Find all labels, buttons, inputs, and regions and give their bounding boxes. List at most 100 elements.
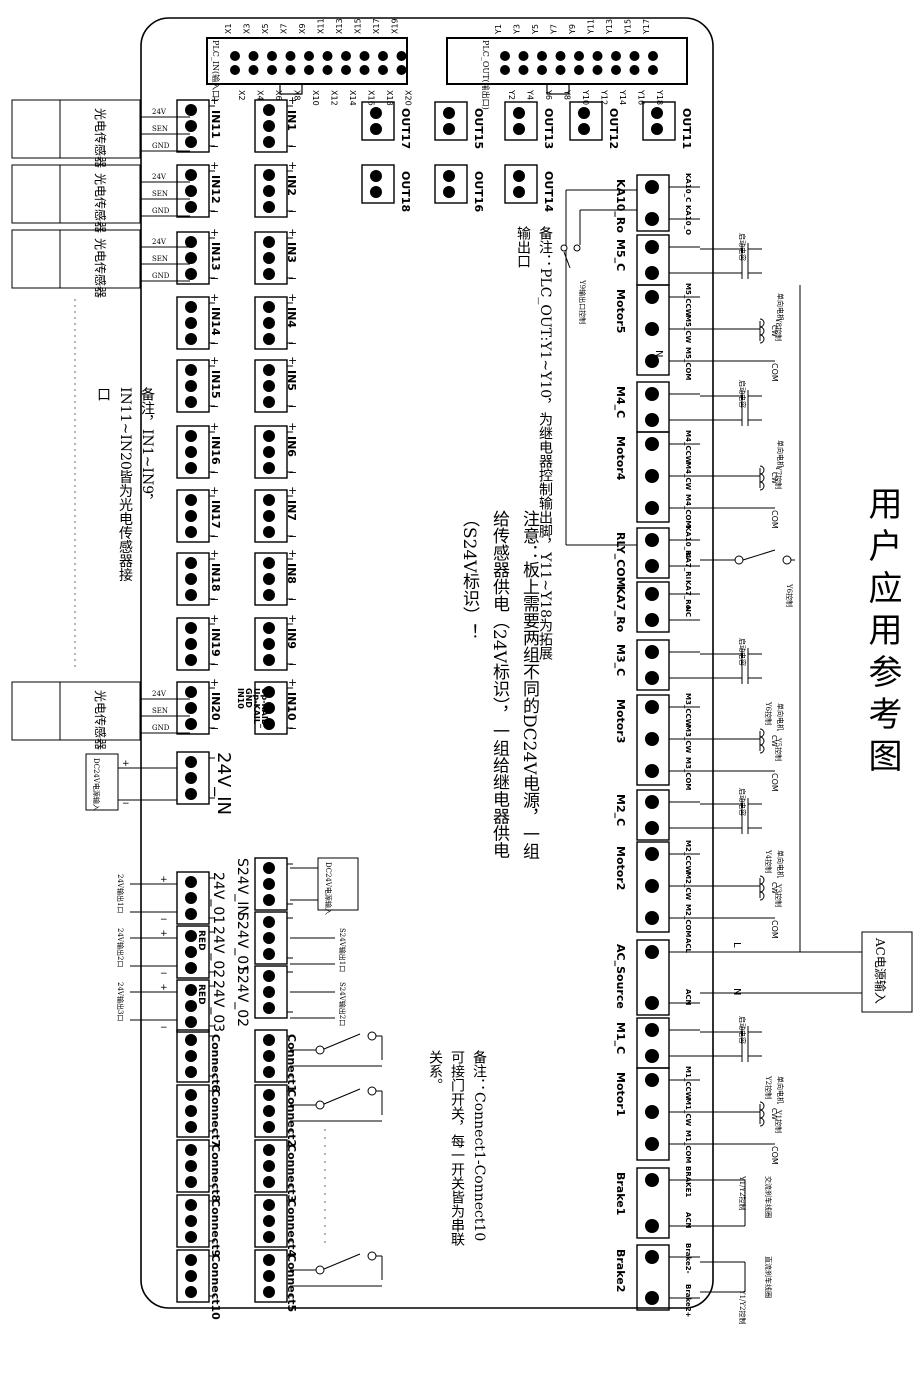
continuation-dot bbox=[324, 1233, 326, 1235]
in-block-in11 bbox=[176, 99, 210, 153]
term-motor5-pin bbox=[645, 354, 659, 368]
in-block-in3-label: IN3 bbox=[285, 242, 298, 263]
in-block-in12-pin bbox=[185, 169, 197, 181]
start-capacitor-label: 启动电容 bbox=[738, 1016, 747, 1044]
term-brake2-pin-label: Brake2+ bbox=[684, 1284, 692, 1318]
out-block-out16-label: OUT16 bbox=[472, 171, 485, 212]
term-m3-c-label: M3_C bbox=[614, 644, 627, 676]
n-label: N bbox=[731, 988, 742, 995]
s24v-block-s24v-in bbox=[254, 857, 288, 911]
plc-out-pin bbox=[611, 51, 621, 61]
plc-in-even-label: X2 bbox=[237, 90, 246, 101]
connect-label: Connect8 bbox=[209, 1144, 222, 1202]
term-motor5 bbox=[636, 284, 670, 376]
ctrl-label: Y2控制 bbox=[764, 1075, 773, 1099]
minus-sign: − bbox=[288, 400, 297, 413]
term-brake2-pin bbox=[645, 1250, 659, 1264]
com-label: COM bbox=[770, 920, 779, 939]
continuation-dot bbox=[74, 443, 76, 445]
in-block-in14 bbox=[176, 296, 210, 350]
ctrl-label: Y8控制 bbox=[774, 317, 783, 341]
power-out-port-label: 24V输出3口 bbox=[116, 982, 125, 1021]
out-block-out15 bbox=[434, 101, 468, 141]
note-power-warning: 注意：板上需要两组不同的DC24V电源，一组给传感器供电（24V标识），一组给继… bbox=[459, 510, 539, 860]
in-block-in13-pin bbox=[185, 236, 197, 248]
term-motor1 bbox=[636, 1067, 670, 1161]
in-block-in20-pin bbox=[185, 702, 197, 714]
plc-out-even-label: Y10 bbox=[581, 89, 590, 105]
connect-label: Connect4 bbox=[285, 1199, 298, 1258]
in-block-in12-label: IN12 bbox=[209, 175, 222, 204]
minus-sign: − bbox=[210, 400, 219, 413]
term-rly-com-label: RLY_COM bbox=[614, 532, 627, 588]
minus-sign: − bbox=[210, 722, 219, 735]
plc-out-pin bbox=[629, 51, 640, 61]
in-block-in6-label: IN6 bbox=[285, 436, 298, 457]
continuation-dot bbox=[74, 413, 76, 415]
power-out-label: 24V_02 bbox=[210, 926, 226, 978]
continuation-dot bbox=[324, 1217, 326, 1219]
in-block-in12-pin bbox=[185, 201, 197, 213]
plc-in-even-label: X12 bbox=[330, 90, 339, 106]
minus-sign: − bbox=[288, 593, 297, 606]
plc-out-odd-label: Y13 bbox=[605, 19, 614, 35]
door-switch bbox=[323, 1253, 361, 1270]
cw-label: CW bbox=[770, 1108, 778, 1120]
com-label: COM bbox=[770, 773, 779, 792]
plus-sign: + bbox=[210, 354, 219, 367]
plc-in-pin bbox=[230, 51, 240, 61]
s24v-block-s24v-01-pin bbox=[263, 932, 275, 944]
plc-out-pin bbox=[574, 65, 584, 75]
out-block-out15-label: OUT15 bbox=[472, 108, 485, 149]
motor-coil bbox=[759, 1109, 765, 1119]
continuation-dot bbox=[74, 461, 76, 463]
connect-block-connect2-pin bbox=[263, 1089, 275, 1101]
plc-in-even-label: X18 bbox=[385, 90, 394, 106]
in-block-in4 bbox=[254, 296, 288, 350]
plc-in-even-label: X8 bbox=[293, 90, 302, 101]
continuation-dot bbox=[74, 437, 76, 439]
in-block-in20-pin bbox=[185, 686, 197, 698]
board-outline bbox=[140, 17, 714, 1309]
ctrl-label: Y5控制 bbox=[774, 737, 783, 761]
term-motor1-pin-label: M1_CW bbox=[684, 1098, 692, 1126]
plc-in-even-label: X6 bbox=[274, 90, 283, 101]
y9-label: Y9输出口控制 bbox=[578, 279, 587, 324]
continuation-dot bbox=[74, 665, 76, 667]
red-label: RED bbox=[196, 930, 206, 951]
connect-block-connect6-pin bbox=[185, 1066, 197, 1078]
in-block-in19-pin bbox=[185, 638, 197, 650]
connect-block-connect4-pin bbox=[263, 1199, 275, 1211]
in-block-in6-pin bbox=[263, 446, 275, 458]
term-brake2-pin bbox=[645, 1291, 659, 1305]
in-block-in1-pin bbox=[263, 120, 275, 132]
term-ac-source-pin bbox=[645, 996, 659, 1010]
power-out-label: 24V_03 bbox=[210, 980, 226, 1032]
in-block-in9-pin bbox=[263, 622, 275, 634]
brake-ac-label: 交流刹车线圈 bbox=[764, 1176, 773, 1218]
sensor-box bbox=[11, 99, 141, 159]
term-brake1-pin-label: BRAKE1 bbox=[684, 1166, 692, 1197]
connect-block-connect6-pin bbox=[185, 1050, 197, 1062]
s24v-block-s24v-02-pin bbox=[263, 970, 275, 982]
term-m5-c-label: M5_C bbox=[614, 239, 627, 271]
in-block-in18-label: IN18 bbox=[209, 563, 222, 592]
power-out-block-24v-02-pin bbox=[185, 930, 197, 942]
in-block-in4-pin bbox=[263, 333, 275, 345]
continuation-dot bbox=[74, 485, 76, 487]
power-in-label: 24V_IN bbox=[213, 752, 234, 815]
continuation-dot bbox=[74, 347, 76, 349]
connect-block-connect1-pin bbox=[263, 1066, 275, 1078]
plc-out-label: PLC_OUT(输出口) bbox=[481, 40, 491, 110]
plc-in-pin bbox=[359, 65, 370, 75]
term-ka7-ro-label: KA7_Ro bbox=[614, 586, 627, 633]
plc-out-odd-label: Y7 bbox=[550, 24, 559, 35]
term-motor3-pin-label: M3_CCW bbox=[684, 693, 692, 727]
connect-block-connect2-pin bbox=[263, 1121, 275, 1133]
sensor-pin-label: GND bbox=[152, 142, 170, 150]
plc-in-pin bbox=[248, 51, 259, 61]
motor-coil bbox=[759, 1101, 765, 1111]
in-block-in4-pin bbox=[263, 301, 275, 313]
s24v-block-s24v-in-pin bbox=[263, 894, 275, 906]
term-motor2-pin bbox=[645, 911, 659, 925]
